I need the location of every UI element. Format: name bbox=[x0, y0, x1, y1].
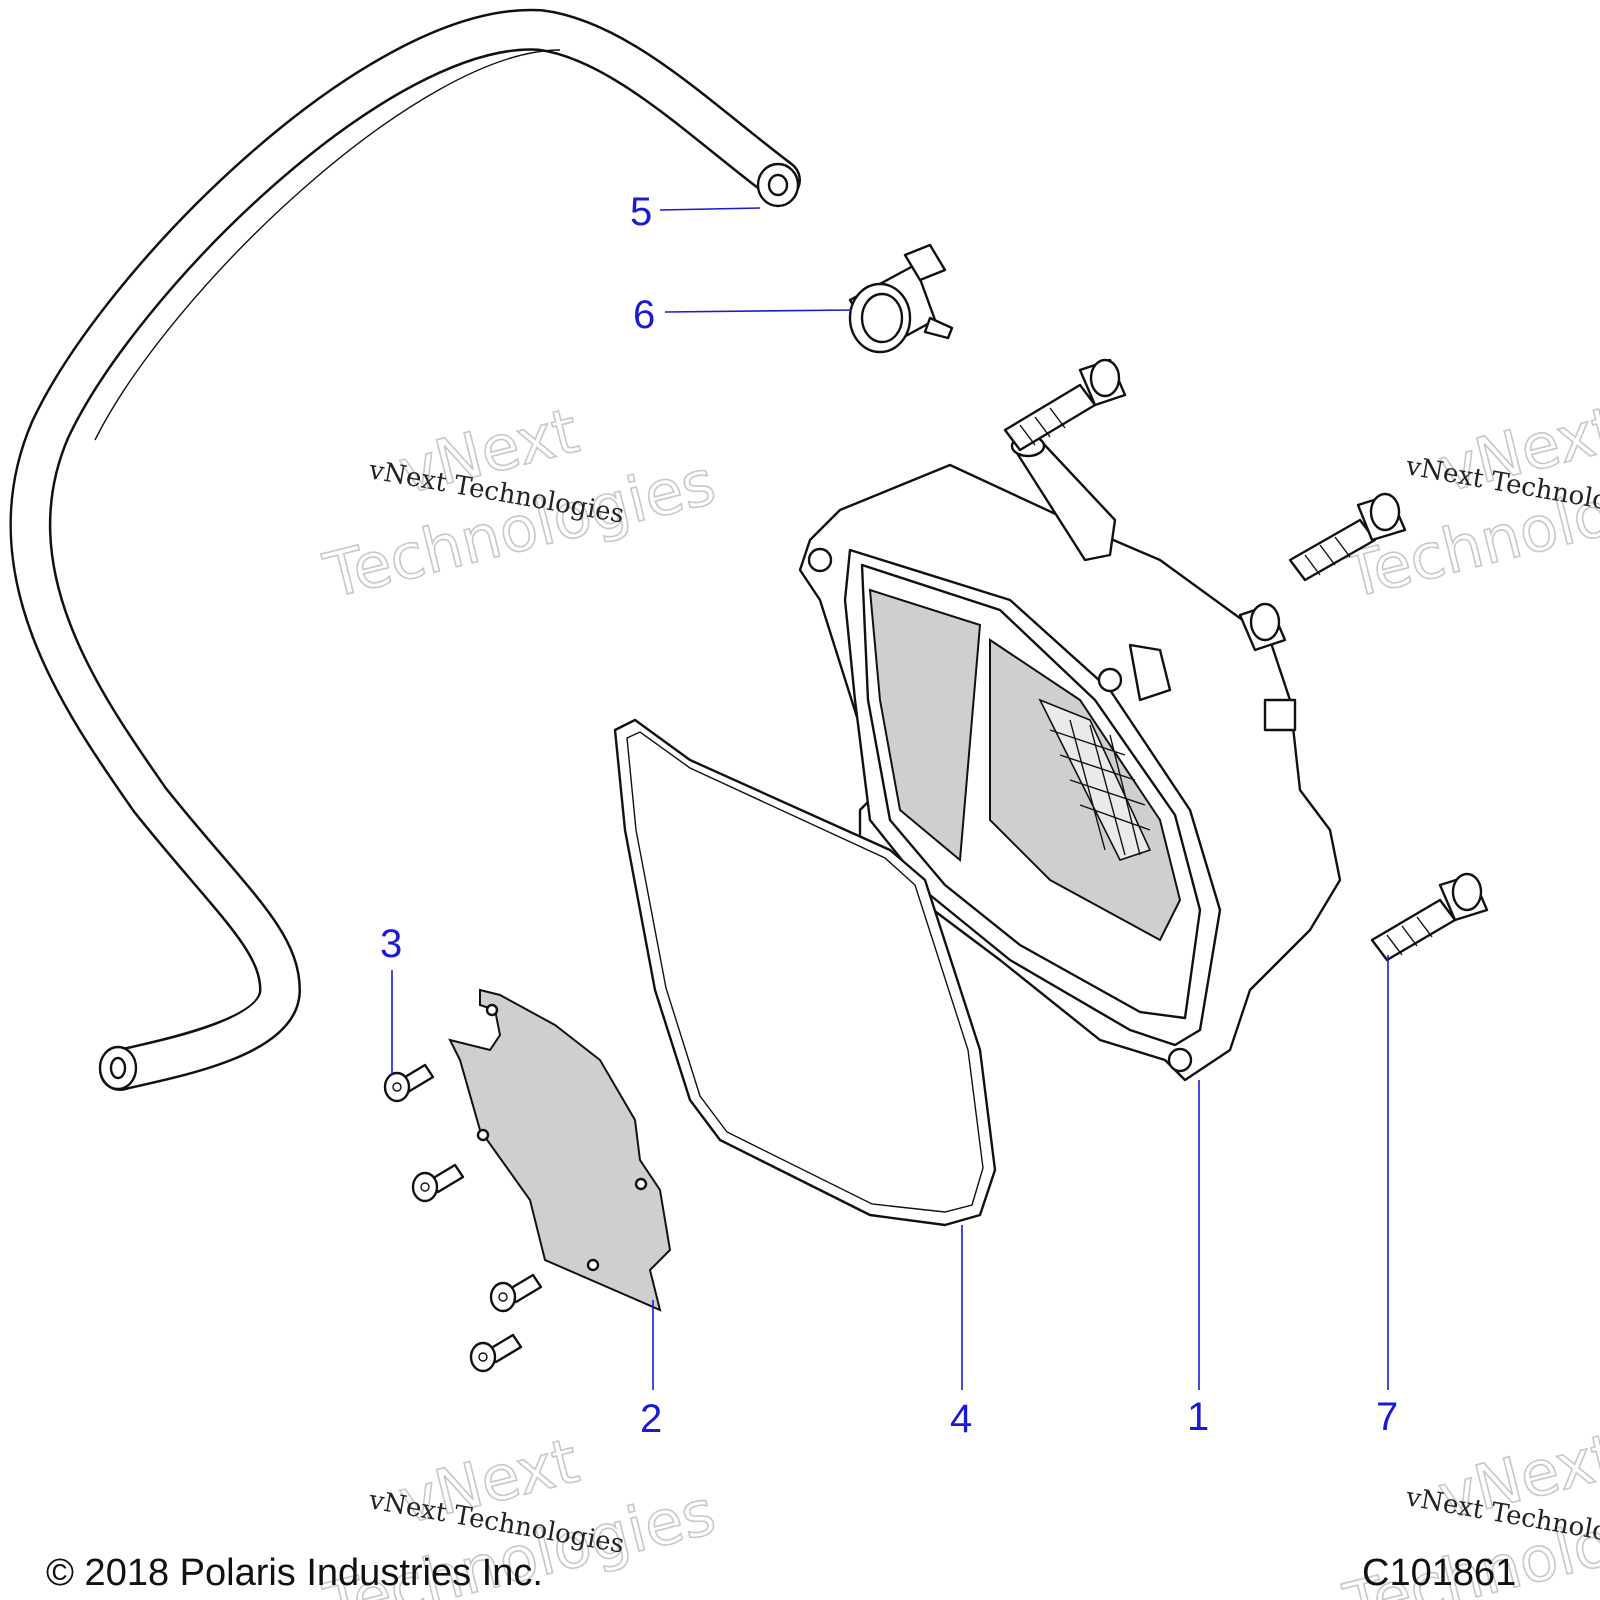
leader-5 bbox=[659, 207, 761, 211]
bolt-3 bbox=[1238, 602, 1287, 652]
callout-1: 1 bbox=[1187, 1395, 1209, 1439]
baffle-grid bbox=[1038, 698, 1152, 861]
callout-4: 4 bbox=[950, 1397, 972, 1441]
callout-6: 6 bbox=[633, 293, 655, 337]
screw-2 bbox=[411, 1163, 465, 1203]
callout-5: 5 bbox=[630, 190, 652, 234]
bolt-2 bbox=[1288, 492, 1407, 582]
callout-7: 7 bbox=[1376, 1395, 1398, 1439]
watermark-top-left: vNext Technologies vNext Technologies bbox=[316, 393, 723, 613]
cover-plate bbox=[448, 988, 672, 1312]
valve-cover bbox=[798, 434, 1342, 1082]
screw-1 bbox=[383, 1063, 435, 1103]
copyright-notice: © 2018 Polaris Industries Inc. bbox=[46, 1552, 543, 1594]
leader-6 bbox=[664, 309, 853, 313]
callout-2: 2 bbox=[640, 1397, 662, 1441]
figure-id: C101861 bbox=[1362, 1552, 1517, 1594]
screw-4 bbox=[469, 1333, 523, 1373]
callout-3: 3 bbox=[380, 922, 402, 966]
gasket bbox=[613, 718, 997, 1227]
hose-clamp bbox=[848, 243, 954, 354]
hose bbox=[9, 8, 801, 1091]
screw-3 bbox=[489, 1273, 543, 1313]
bolt-4 bbox=[1370, 872, 1489, 962]
bolt-1 bbox=[1003, 358, 1127, 452]
